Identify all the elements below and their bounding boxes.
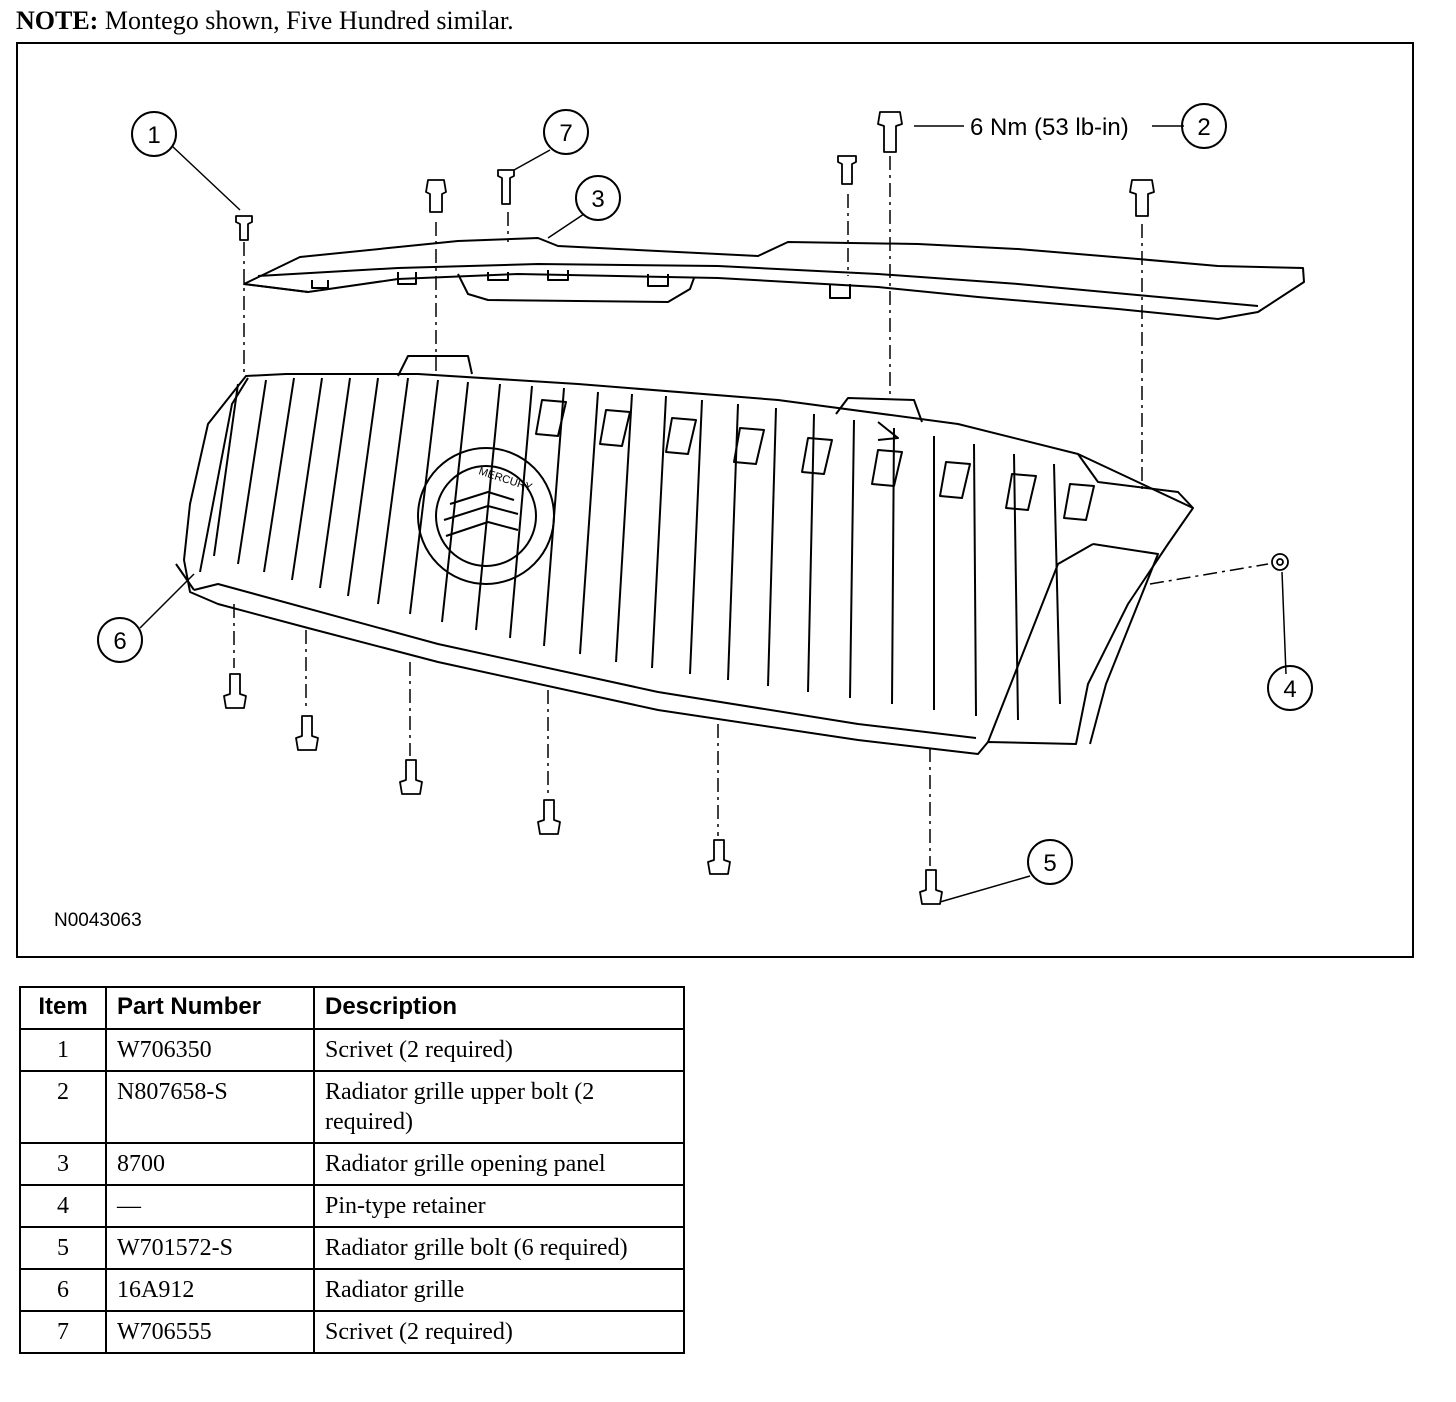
description-cell: Radiator grille bolt (6 required): [313, 1226, 685, 1270]
scrivet-right: [837, 155, 857, 185]
mercury-emblem: [417, 447, 555, 585]
table-row: 7 W706555 Scrivet (2 required): [19, 1310, 685, 1354]
callout-1: [131, 111, 177, 157]
callout-numbers: 1 2 3 4 5 6 7: [113, 114, 1296, 877]
table-header-row: Item Part Number Description: [19, 986, 685, 1030]
figure-id: N0043063: [54, 910, 142, 931]
description-cell: Scrivet (2 required): [313, 1310, 685, 1354]
callout-number-5: 5: [1043, 850, 1056, 877]
table-row: 4 — Pin-type retainer: [19, 1184, 685, 1228]
upper-bolt-torque: [877, 111, 903, 153]
bolt-upper-a: [425, 179, 447, 213]
bolt-upper-b: [1129, 179, 1155, 217]
note-text: Montego shown, Five Hundred similar.: [104, 6, 514, 35]
grille-bolt-4: [537, 799, 561, 835]
opening-panel: [243, 237, 1305, 320]
pin-type-retainer: [1271, 553, 1289, 571]
item-cell: 4: [19, 1184, 107, 1228]
part-number-cell: W706555: [105, 1310, 315, 1354]
callout-circles: [97, 103, 1313, 885]
description-cell: Radiator grille upper bolt (2 required): [313, 1070, 685, 1144]
diagram-frame: 1 2 3 4 5 6 7 6 Nm (53 lb-in) MERCURY N0…: [16, 42, 1414, 958]
part-number-cell: W701572-S: [105, 1226, 315, 1270]
header-part-number: Part Number: [105, 986, 315, 1030]
header-item: Item: [19, 986, 107, 1030]
callout-7: [543, 109, 589, 155]
note-label: NOTE:: [16, 6, 99, 35]
callout-2: [1181, 103, 1227, 149]
torque-spec: 6 Nm (53 lb-in): [970, 114, 1129, 141]
item-cell: 3: [19, 1142, 107, 1186]
grille-bolt-3: [399, 759, 423, 795]
table-row: 5 W701572-S Radiator grille bolt (6 requ…: [19, 1226, 685, 1270]
callout-number-7: 7: [559, 120, 572, 147]
scrivet-left: [235, 215, 253, 241]
item-cell: 7: [19, 1310, 107, 1354]
table-row: 1 W706350 Scrivet (2 required): [19, 1028, 685, 1072]
grille-bolt-5: [707, 839, 731, 875]
item-cell: 1: [19, 1028, 107, 1072]
part-number-cell: —: [105, 1184, 315, 1228]
grille-bolt-1: [223, 673, 247, 709]
radiator-grille: [175, 355, 1194, 755]
alignment-lines: [233, 156, 1269, 866]
callout-4: [1267, 665, 1313, 711]
part-number-cell: W706350: [105, 1028, 315, 1072]
part-number-cell: 16A912: [105, 1268, 315, 1312]
callout-number-6: 6: [113, 628, 126, 655]
grille-exploded-diagram: 1 2 3 4 5 6 7 6 Nm (53 lb-in) MERCURY: [97, 103, 1313, 905]
callout-5: [1027, 839, 1073, 885]
part-number-cell: N807658-S: [105, 1070, 315, 1144]
callout-6: [97, 617, 143, 663]
part-number-cell: 8700: [105, 1142, 315, 1186]
item-cell: 6: [19, 1268, 107, 1312]
grille-bolt-6: [919, 869, 943, 905]
header-description: Description: [313, 986, 685, 1030]
grille-bolt-2: [295, 715, 319, 751]
item-cell: 2: [19, 1070, 107, 1144]
callout-number-1: 1: [147, 122, 160, 149]
callout-number-3: 3: [591, 186, 604, 213]
callout-3: [575, 175, 621, 221]
description-cell: Scrivet (2 required): [313, 1028, 685, 1072]
table-row: 3 8700 Radiator grille opening panel: [19, 1142, 685, 1186]
note: NOTE: Montego shown, Five Hundred simila…: [16, 6, 514, 36]
table-row: 2 N807658-S Radiator grille upper bolt (…: [19, 1070, 685, 1144]
description-cell: Radiator grille: [313, 1268, 685, 1312]
leader-lines: [139, 125, 1287, 903]
scrivet-top: [497, 169, 515, 205]
parts-table: Item Part Number Description 1 W706350 S…: [19, 986, 685, 1354]
fasteners: [223, 111, 1289, 905]
description-cell: Radiator grille opening panel: [313, 1142, 685, 1186]
callout-number-2: 2: [1197, 114, 1210, 141]
item-cell: 5: [19, 1226, 107, 1270]
description-cell: Pin-type retainer: [313, 1184, 685, 1228]
table-row: 6 16A912 Radiator grille: [19, 1268, 685, 1312]
callout-number-4: 4: [1283, 676, 1296, 703]
